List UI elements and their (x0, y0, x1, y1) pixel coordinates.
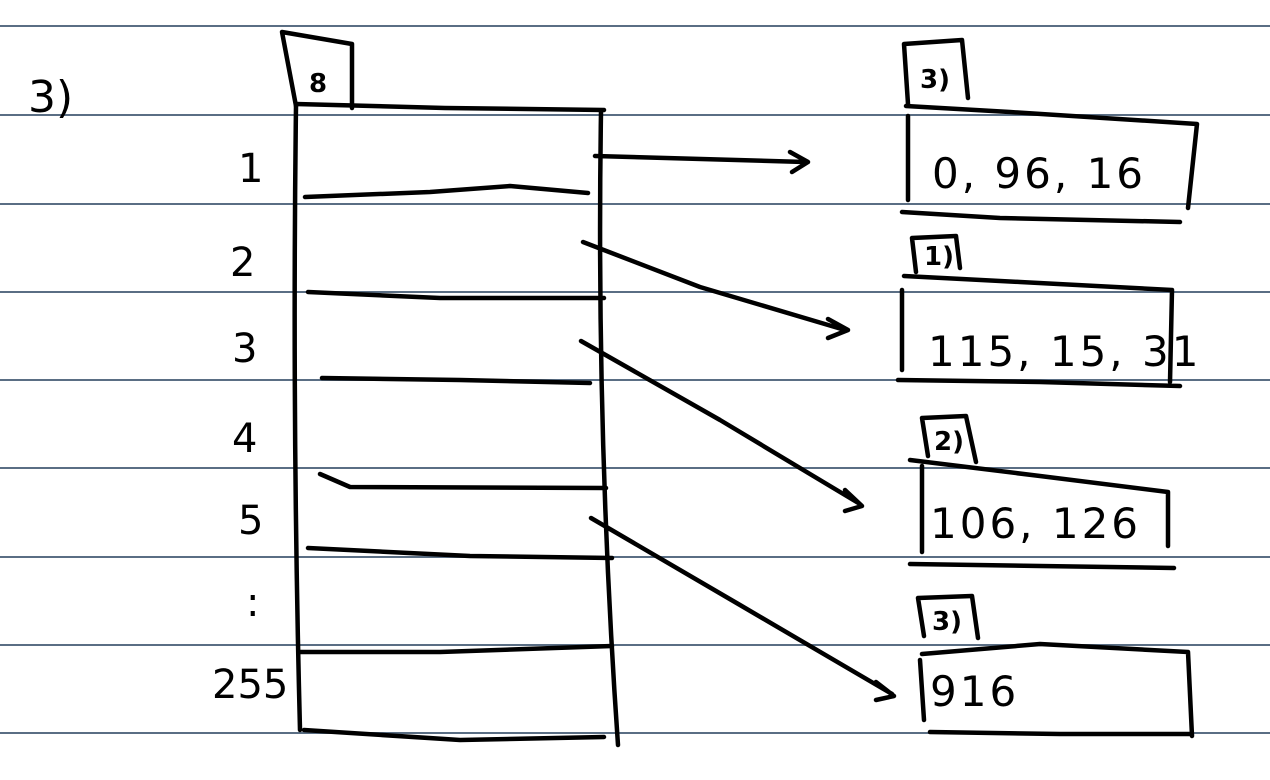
row-labels: 1 2 3 4 5 : 255 (212, 146, 288, 708)
problem-label: 3) (28, 72, 73, 123)
bucket-values: 115, 15, 31 (928, 327, 1201, 376)
arrow (578, 338, 865, 514)
table-bottom-edge (301, 727, 607, 743)
table-row-divider (317, 471, 609, 491)
bucket-count: 3) (920, 65, 950, 95)
hash-table: 8 (279, 29, 621, 748)
row-label: 4 (232, 416, 257, 462)
row-label: 3 (232, 326, 257, 372)
arrow (592, 149, 811, 175)
table-row-divider (302, 183, 591, 200)
bucket-count-box (919, 413, 979, 465)
table-row-divider (305, 289, 607, 301)
pointer-arrows (578, 149, 897, 703)
table-top-edge (293, 101, 607, 113)
bucket: 3) 0, 96, 16 (899, 37, 1200, 225)
bucket: 1) 115, 15, 31 (895, 233, 1201, 389)
row-label: 2 (230, 240, 255, 286)
capacity-tag: 8 (309, 69, 327, 99)
row-label: 255 (212, 662, 288, 708)
row-label: 1 (238, 146, 263, 192)
row-label: : (246, 580, 259, 626)
arrow (580, 239, 851, 341)
bucket: 2) 106, 126 (907, 413, 1177, 571)
bucket-box (895, 273, 1183, 389)
bucket-box (907, 457, 1177, 571)
row-label: 5 (238, 498, 263, 544)
bucket-values: 106, 126 (930, 499, 1141, 548)
bucket-count: 3) (932, 607, 962, 637)
ruled-lines (0, 25, 1270, 734)
table-right-edge (597, 109, 621, 748)
bucket-count: 1) (924, 242, 954, 272)
capacity-tag-box (279, 29, 355, 111)
bucket-count-box (915, 593, 981, 641)
bucket-count-box (901, 37, 971, 107)
table-left-edge (292, 103, 303, 733)
bucket: 3) 916 (915, 593, 1195, 739)
bucket-values: 916 (930, 667, 1019, 716)
bucket-box (917, 641, 1195, 739)
arrow (588, 515, 897, 703)
bucket-values: 0, 96, 16 (932, 149, 1146, 198)
table-row-divider (305, 545, 615, 561)
bucket-count: 2) (934, 427, 964, 457)
bucket-box (899, 103, 1200, 225)
table-row-divider (319, 375, 593, 386)
table-row-divider (297, 643, 615, 655)
bucket-count-box (909, 233, 963, 275)
